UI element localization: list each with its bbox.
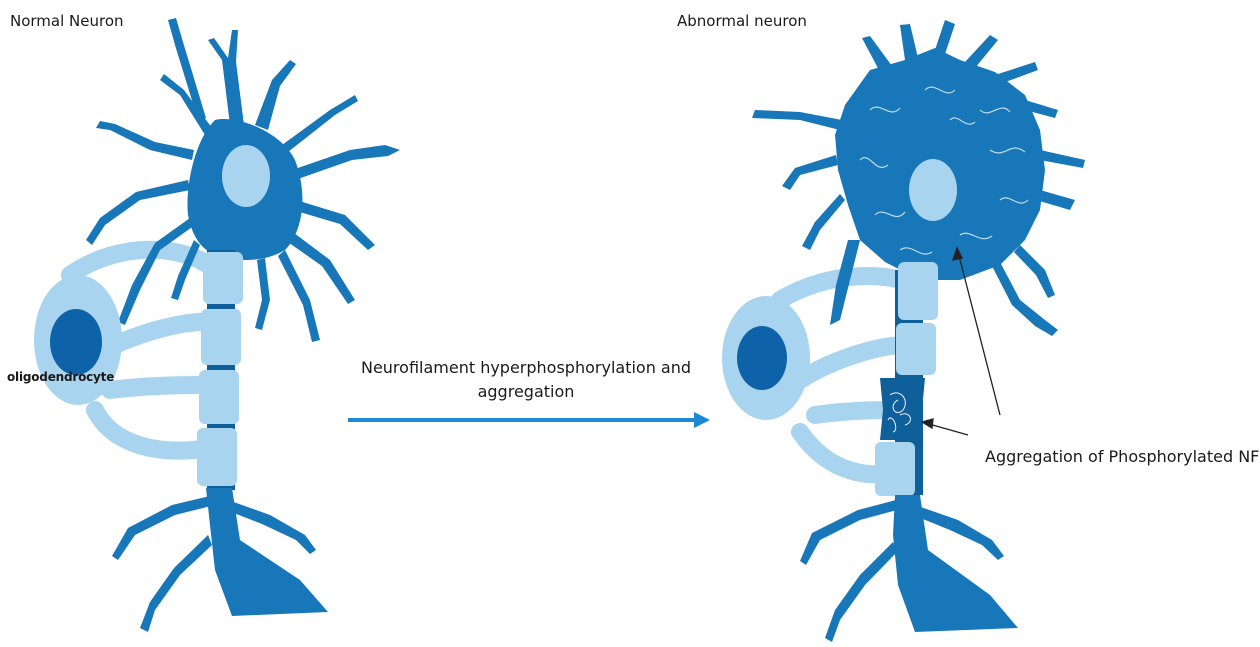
normal-neuron	[34, 18, 400, 632]
abnormal-oligodendrocyte-nucleus	[737, 326, 787, 390]
abnormal-axon-swelling	[880, 378, 925, 440]
abnormal-nucleus	[909, 159, 957, 221]
oligodendrocyte-nucleus	[50, 309, 102, 375]
aggregation-label: Aggregation of Phosphorylated NF	[985, 447, 1259, 466]
oligodendrocyte-label: oligodendrocyte	[7, 370, 114, 384]
normal-axon-terminals	[112, 488, 328, 632]
process-label: Neurofilament hyperphosphorylation and a…	[345, 356, 707, 404]
normal-nucleus	[222, 145, 270, 207]
abnormal-neuron-title: Abnormal neuron	[677, 12, 807, 30]
normal-neuron-title: Normal Neuron	[10, 12, 124, 30]
abnormal-axon-terminals	[800, 495, 1018, 642]
abnormal-neuron	[722, 20, 1085, 642]
process-arrow	[348, 412, 710, 428]
